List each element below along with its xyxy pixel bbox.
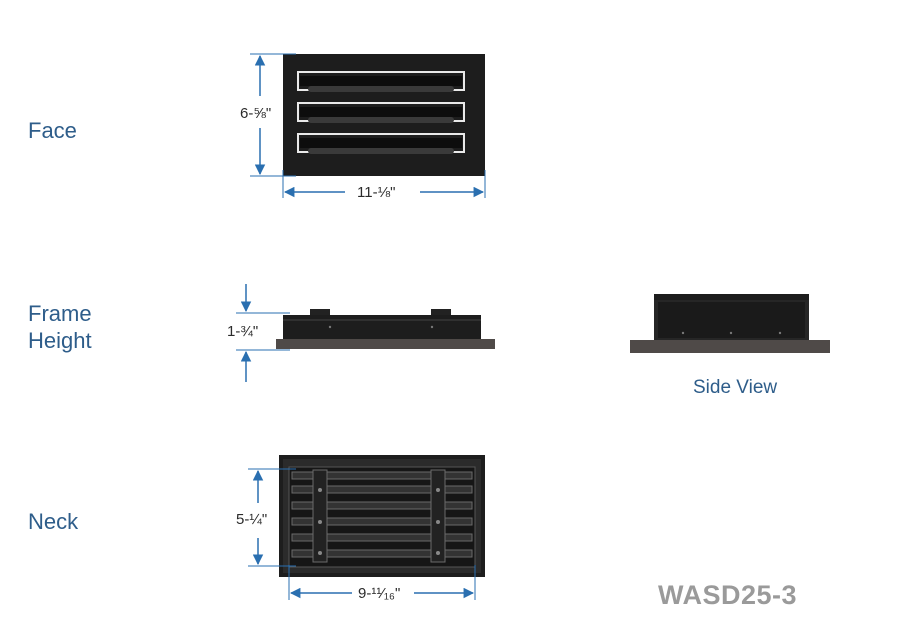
neck-width-dimension: 9-¹¹⁄₁₆" bbox=[356, 585, 403, 602]
face-width-dimension: 11-⅛" bbox=[355, 184, 398, 201]
side-view-image bbox=[630, 294, 830, 353]
face-label: Face bbox=[28, 118, 77, 143]
neck-height-dimension: 5-¼" bbox=[234, 511, 270, 528]
face-grille-image bbox=[283, 54, 485, 176]
frame-height-label-line1: Frame bbox=[28, 301, 92, 326]
face-height-dimension: 6-⅝" bbox=[238, 105, 274, 122]
frame-height-dimension-lines bbox=[236, 284, 290, 382]
neck-label: Neck bbox=[28, 509, 79, 534]
face-dimension-lines bbox=[250, 53, 486, 198]
frame-height-label-line2: Height bbox=[28, 328, 92, 353]
frame-height-dimension: 1-¾" bbox=[225, 323, 261, 340]
frame-height-image bbox=[276, 309, 495, 349]
side-view-label: Side View bbox=[693, 377, 778, 398]
neck-dimension-lines bbox=[248, 468, 476, 600]
model-number: WASD25-3 bbox=[658, 580, 798, 610]
neck-grille-image bbox=[279, 455, 485, 577]
